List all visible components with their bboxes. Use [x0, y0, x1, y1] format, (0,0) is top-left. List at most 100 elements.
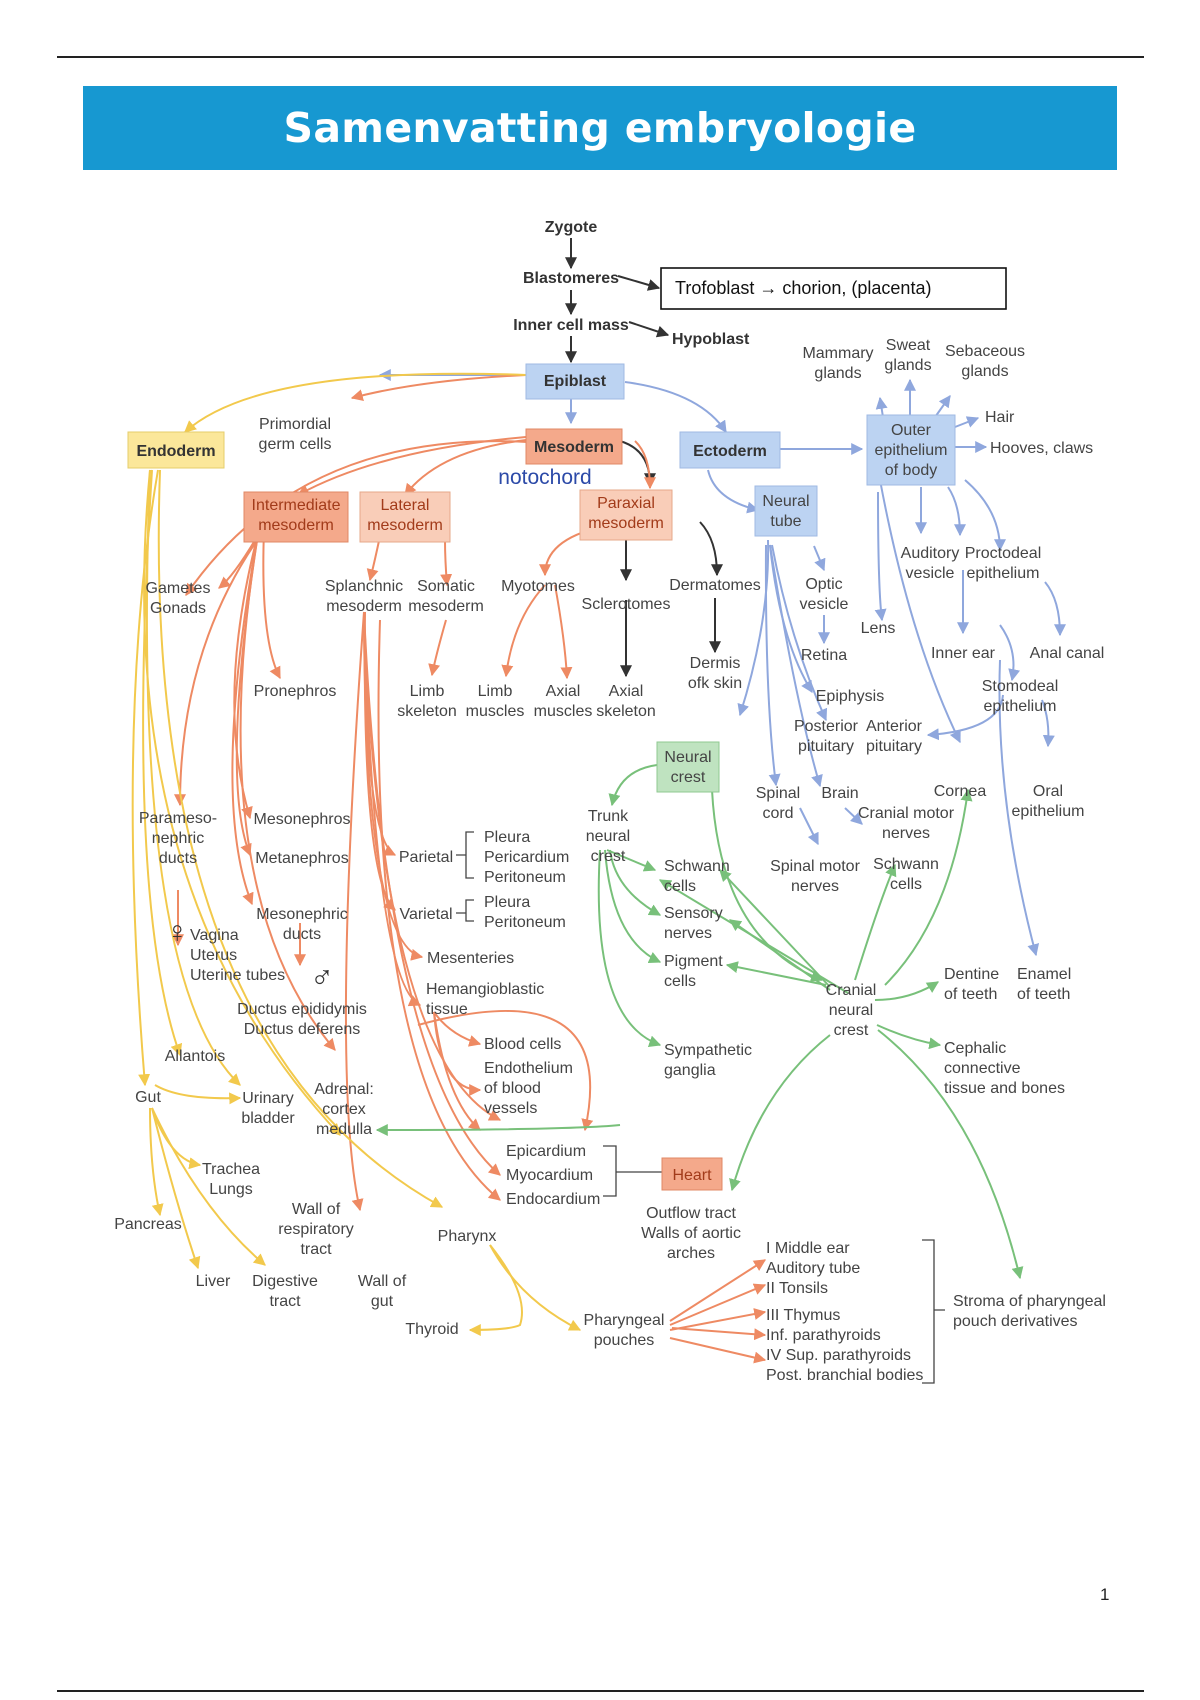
epiblast-label: Epiblast — [544, 373, 607, 390]
outer-epithelium-box — [866, 414, 956, 486]
heart-label: Heart — [672, 1167, 712, 1184]
neural-crest-box — [656, 741, 720, 793]
page-number: 1 — [1100, 1585, 1110, 1604]
green-arrows — [597, 764, 1024, 1280]
posterior-pituitary-1: Posterior — [794, 718, 859, 735]
endoderm-box — [127, 431, 225, 469]
allantois-label: Allantois — [165, 1048, 225, 1065]
pouch-item-3: II Tonsils — [766, 1280, 828, 1297]
neural-crest-2: crest — [671, 769, 706, 786]
mesoderm-label: Mesoderm — [534, 439, 614, 456]
paramesonephric-1: Parameso- — [139, 810, 217, 827]
anterior-pituitary-2: pituitary — [866, 738, 922, 755]
schwann-right-2: cells — [890, 876, 922, 893]
endoderm-label: Endoderm — [136, 443, 215, 460]
sympathetic-1: Sympathetic — [664, 1042, 752, 1059]
wall-resp-1: Wall of — [292, 1201, 341, 1218]
sweat-2: glands — [884, 357, 931, 374]
intermediate-2: mesoderm — [258, 517, 334, 534]
axial-skeleton-1: Axial — [609, 683, 644, 700]
varietal-item-2: Peritoneum — [484, 914, 566, 931]
pouch-item-7: Post. branchial bodies — [766, 1367, 923, 1384]
gametes-2: Gonads — [150, 600, 206, 617]
spinal-cord-1: Spinal — [756, 785, 800, 802]
spinal-motor-2: nerves — [791, 878, 839, 895]
urinary-2: bladder — [241, 1110, 295, 1127]
inner-ear-label: Inner ear — [931, 645, 996, 662]
thyroid-label: Thyroid — [405, 1321, 458, 1338]
lens-label: Lens — [861, 620, 896, 637]
spinal-motor-1: Spinal motor — [770, 858, 860, 875]
diagram-labels: Zygote Blastomeres Trofoblast → chorion,… — [114, 219, 1106, 1384]
adrenal-2: cortex — [322, 1101, 366, 1118]
pouch-item-5: Inf. parathyroids — [766, 1327, 881, 1344]
parietal-item-1: Pleura — [484, 829, 530, 846]
outflow-1: Outflow tract — [646, 1205, 736, 1222]
stomodeal-2: epithelium — [984, 698, 1057, 715]
yellow-arrows — [131, 372, 582, 1336]
splanchnic-2: mesoderm — [326, 598, 402, 615]
adrenal-1: Adrenal: — [314, 1081, 374, 1098]
pancreas-label: Pancreas — [114, 1216, 182, 1233]
posterior-pituitary-2: pituitary — [798, 738, 854, 755]
paramesonephric-2: nephric — [152, 830, 204, 847]
mesonephric-ducts-2: ducts — [283, 926, 321, 943]
hooves-label: Hooves, claws — [990, 440, 1093, 457]
cornea-label: Cornea — [934, 783, 987, 800]
wall-resp-3: tract — [300, 1241, 332, 1258]
wall-gut-2: gut — [371, 1293, 394, 1310]
cranial-crest-1: Cranial — [826, 982, 877, 999]
female-symbol: ♀ — [166, 916, 189, 949]
sebaceous-1: Sebaceous — [945, 343, 1025, 360]
proctodeal-1: Proctodeal — [965, 545, 1042, 562]
hemangioblastic-1: Hemangioblastic — [426, 981, 544, 998]
parietal-item-2: Pericardium — [484, 849, 569, 866]
parietal-label: Parietal — [399, 849, 453, 866]
metanephros-label: Metanephros — [255, 850, 348, 867]
parietal-item-3: Peritoneum — [484, 869, 566, 886]
urinary-1: Urinary — [242, 1090, 294, 1107]
blastomeres-label: Blastomeres — [523, 270, 619, 287]
mammary-2: glands — [814, 365, 861, 382]
pouch-item-6: IV Sup. parathyroids — [766, 1347, 911, 1364]
brackets — [456, 831, 945, 1384]
dentine-1: Dentine — [944, 966, 999, 983]
schwann-left-2: cells — [664, 878, 696, 895]
somatic-1: Somatic — [417, 578, 475, 595]
mesoderm-box — [525, 428, 623, 465]
ductus-1: Ductus epididymis — [237, 1001, 367, 1018]
proctodeal-2: epithelium — [967, 565, 1040, 582]
limb-muscles-2: muscles — [466, 703, 525, 720]
neural-crest-1: Neural — [664, 749, 711, 766]
limb-muscles-1: Limb — [478, 683, 513, 700]
liver-label: Liver — [196, 1273, 231, 1290]
mesonephros-label: Mesonephros — [254, 811, 351, 828]
lateral-1: Lateral — [381, 497, 430, 514]
blue-arrows — [378, 369, 1066, 957]
paraxial-mesoderm-box — [579, 489, 673, 541]
myotomes-label: Myotomes — [501, 578, 575, 595]
limb-skeleton-1: Limb — [410, 683, 445, 700]
mammary-1: Mammary — [802, 345, 873, 362]
female-item-3: Uterine tubes — [190, 967, 285, 984]
spinal-cord-2: cord — [762, 805, 793, 822]
dermis-1: Dermis — [690, 655, 741, 672]
enamel-2: of teeth — [1017, 986, 1070, 1003]
hypoblast-label: Hypoblast — [672, 331, 750, 348]
intermediate-1: Intermediate — [252, 497, 341, 514]
anal-canal-label: Anal canal — [1030, 645, 1105, 662]
endothelium-2: of blood — [484, 1080, 541, 1097]
title-banner: Samenvatting embryologie — [83, 86, 1117, 170]
pharynx-label: Pharynx — [438, 1228, 497, 1245]
epiphysis-label: Epiphysis — [816, 688, 884, 705]
pouch-item-1: I Middle ear — [766, 1240, 850, 1257]
outer-epithelium-1: Outer — [891, 422, 932, 439]
heart-layer-1: Epicardium — [506, 1143, 586, 1160]
dermis-2: ofk skin — [688, 675, 742, 692]
female-item-2: Uterus — [190, 947, 237, 964]
neural-tube-box — [754, 485, 818, 537]
cranial-motor-1: Cranial motor — [858, 805, 955, 822]
heart-layer-3: Endocardium — [506, 1191, 600, 1208]
wall-resp-2: respiratory — [278, 1221, 354, 1238]
